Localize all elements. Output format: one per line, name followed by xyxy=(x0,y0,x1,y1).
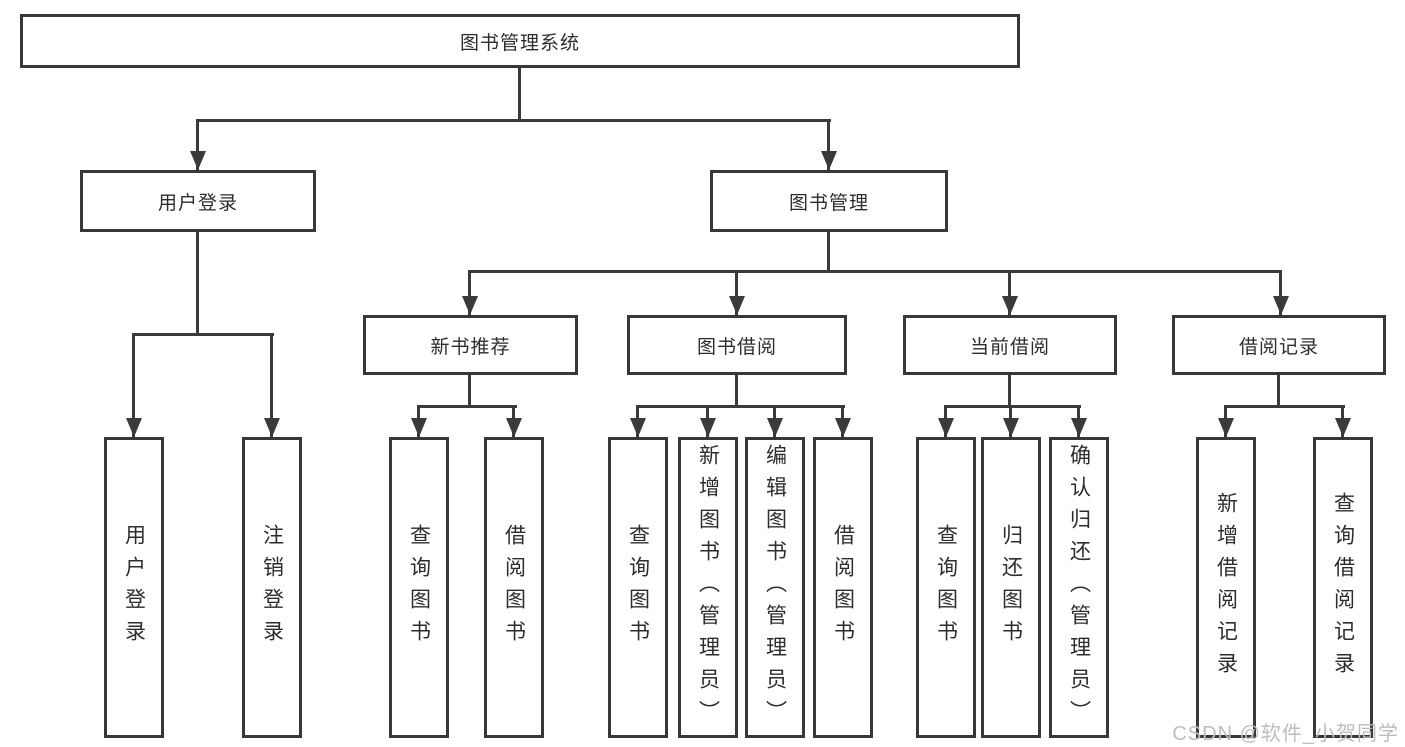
leaf-confirm-return-admin: 确认归还（管理员） xyxy=(1049,437,1109,738)
node-new-book-recommend-label: 新书推荐 xyxy=(430,336,511,358)
connector-line xyxy=(468,270,471,315)
connector-line xyxy=(132,333,274,336)
leaf-query-borrow-record-label: 查询借阅记录 xyxy=(1331,491,1355,684)
arrowhead-icon xyxy=(700,418,716,437)
leaf-borrow-books-recommend-label: 借阅图书 xyxy=(502,523,526,652)
connector-line xyxy=(468,270,1282,273)
leaf-add-books-admin-label: 新增图书（管理员） xyxy=(696,443,720,732)
node-book-management: 图书管理 xyxy=(710,170,948,232)
connector-line xyxy=(518,68,521,121)
arrowhead-icon xyxy=(1071,418,1087,437)
connector-line xyxy=(1224,405,1345,408)
node-new-book-recommend: 新书推荐 xyxy=(363,315,578,375)
leaf-add-borrow-record-label: 新增借阅记录 xyxy=(1214,491,1238,684)
node-root-label: 图书管理系统 xyxy=(459,32,580,54)
leaf-user-login-label: 用户登录 xyxy=(122,523,146,652)
connector-line xyxy=(1277,375,1280,407)
connector-line xyxy=(636,405,845,408)
leaf-add-books-admin: 新增图书（管理员） xyxy=(678,437,738,738)
node-book-management-label: 图书管理 xyxy=(788,192,869,214)
connector-line xyxy=(735,270,738,315)
leaf-borrow-books-borrowing: 借阅图书 xyxy=(813,437,873,738)
leaf-user-login: 用户登录 xyxy=(104,437,164,738)
leaf-logout-label: 注销登录 xyxy=(260,523,284,652)
leaf-query-books-recommend-label: 查询图书 xyxy=(407,523,431,652)
leaf-confirm-return-admin-label: 确认归还（管理员） xyxy=(1067,443,1091,732)
arrowhead-icon xyxy=(1003,418,1019,437)
connector-line xyxy=(468,375,471,407)
connector-line xyxy=(196,119,831,122)
node-user-login: 用户登录 xyxy=(80,170,316,232)
arrowhead-icon xyxy=(767,418,783,437)
arrowhead-icon xyxy=(1335,418,1351,437)
arrowhead-icon xyxy=(835,418,851,437)
arrowhead-icon xyxy=(729,296,745,315)
leaf-return-books: 归还图书 xyxy=(981,437,1041,738)
node-borrowing-records: 借阅记录 xyxy=(1172,315,1386,375)
connector-line xyxy=(1008,270,1011,315)
connector-line xyxy=(735,375,738,407)
connector-line xyxy=(827,232,830,273)
arrowhead-icon xyxy=(1273,296,1289,315)
connector-line xyxy=(944,405,1081,408)
connector-line xyxy=(1279,270,1282,315)
connector-line xyxy=(1008,375,1011,407)
arrowhead-icon xyxy=(1002,296,1018,315)
leaf-query-books-current: 查询图书 xyxy=(916,437,976,738)
connector-line xyxy=(827,119,830,170)
leaf-edit-books-admin: 编辑图书（管理员） xyxy=(745,437,805,738)
node-book-borrowing: 图书借阅 xyxy=(627,315,847,375)
csdn-watermark: CSDN @软件_小贺同学 xyxy=(1172,723,1399,745)
node-user-login-label: 用户登录 xyxy=(157,192,238,214)
arrowhead-icon xyxy=(630,418,646,437)
leaf-query-books-current-label: 查询图书 xyxy=(934,523,958,652)
connector-line xyxy=(270,333,273,437)
arrowhead-icon xyxy=(506,418,522,437)
node-borrowing-records-label: 借阅记录 xyxy=(1238,336,1319,358)
node-current-borrowing: 当前借阅 xyxy=(903,315,1117,375)
node-book-borrowing-label: 图书借阅 xyxy=(696,336,777,358)
connector-line xyxy=(132,333,135,437)
connector-line xyxy=(417,405,517,408)
leaf-return-books-label: 归还图书 xyxy=(999,523,1023,652)
leaf-add-borrow-record: 新增借阅记录 xyxy=(1196,437,1256,738)
node-current-borrowing-label: 当前借阅 xyxy=(969,336,1050,358)
leaf-logout: 注销登录 xyxy=(242,437,302,738)
arrowhead-icon xyxy=(938,418,954,437)
leaf-edit-books-admin-label: 编辑图书（管理员） xyxy=(763,443,787,732)
arrowhead-icon xyxy=(462,296,478,315)
node-root: 图书管理系统 xyxy=(20,14,1020,68)
leaf-query-borrow-record: 查询借阅记录 xyxy=(1313,437,1373,738)
connector-line xyxy=(196,119,199,170)
arrowhead-icon xyxy=(190,151,206,170)
arrowhead-icon xyxy=(411,418,427,437)
leaf-query-books-recommend: 查询图书 xyxy=(389,437,449,738)
connector-line xyxy=(196,232,199,336)
arrowhead-icon xyxy=(821,151,837,170)
arrowhead-icon xyxy=(264,418,280,437)
leaf-borrow-books-borrowing-label: 借阅图书 xyxy=(831,523,855,652)
arrowhead-icon xyxy=(126,418,142,437)
leaf-query-books-borrowing: 查询图书 xyxy=(608,437,668,738)
leaf-borrow-books-recommend: 借阅图书 xyxy=(484,437,544,738)
leaf-query-books-borrowing-label: 查询图书 xyxy=(626,523,650,652)
arrowhead-icon xyxy=(1218,418,1234,437)
